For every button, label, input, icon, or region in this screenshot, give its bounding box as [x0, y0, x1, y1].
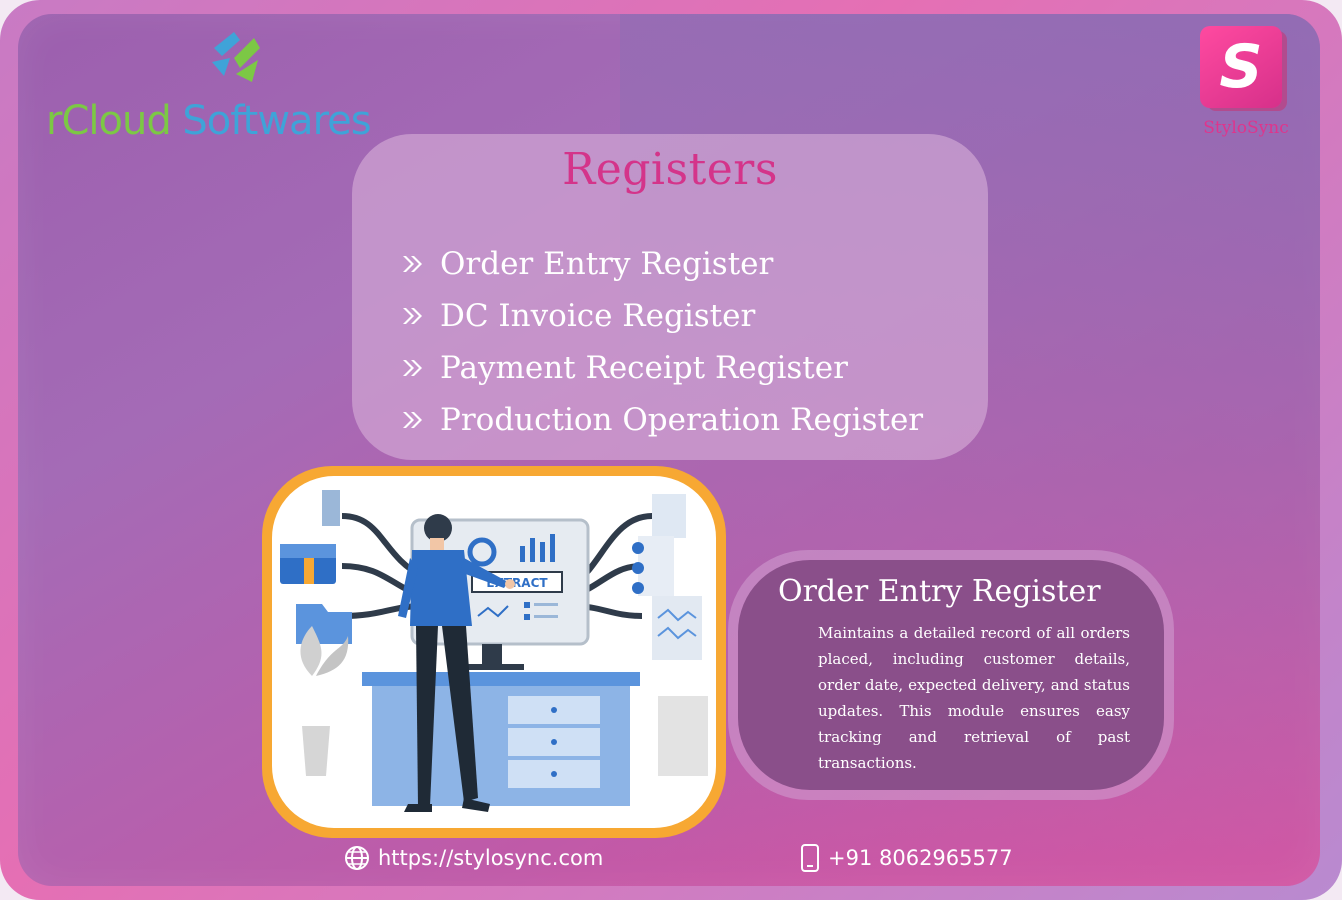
detail-panel-inner: Order Entry Register Maintains a detaile…: [738, 560, 1164, 790]
stylosync-s-icon: S: [1200, 26, 1282, 108]
register-item-payment-receipt[interactable]: Payment Receipt Register: [400, 342, 923, 394]
detail-text: Maintains a detailed record of all order…: [818, 624, 1130, 772]
website-link[interactable]: https://stylosync.com: [378, 846, 604, 870]
stylosync-logo: S StyloSync: [1196, 24, 1296, 144]
detail-title: Order Entry Register: [778, 574, 1101, 609]
illustration-canvas: EXTRACT: [272, 476, 716, 828]
registers-panel: Registers Order Entry Register DC Invoic…: [352, 134, 988, 460]
footer-phone[interactable]: +91 8062965577: [800, 842, 1013, 874]
double-chevron-icon: [403, 360, 422, 376]
double-chevron-icon: [403, 412, 422, 428]
phone-number[interactable]: +91 8062965577: [828, 846, 1013, 870]
registers-list: Order Entry Register DC Invoice Register…: [400, 238, 923, 446]
phone-icon: [801, 844, 819, 872]
register-item-order-entry[interactable]: Order Entry Register: [400, 238, 923, 290]
rcloud-mark-icon: [212, 32, 260, 82]
register-item-dc-invoice[interactable]: DC Invoice Register: [400, 290, 923, 342]
data-extraction-illustration: EXTRACT: [280, 490, 708, 812]
stylosync-brand-name: StyloSync: [1203, 118, 1289, 138]
double-chevron-icon: [403, 308, 422, 324]
detail-panel: Order Entry Register Maintains a detaile…: [728, 550, 1174, 800]
rcloud-logo: rCloud Softwares: [46, 28, 426, 144]
globe-icon: [345, 846, 369, 870]
footer-website[interactable]: https://stylosync.com: [344, 842, 603, 874]
double-chevron-icon: [403, 256, 422, 272]
registers-title: Registers: [562, 144, 778, 195]
illustration-frame: EXTRACT: [262, 466, 726, 838]
register-item-production-operation[interactable]: Production Operation Register: [400, 394, 923, 446]
rcloud-brand-name: rCloud Softwares: [46, 98, 372, 144]
